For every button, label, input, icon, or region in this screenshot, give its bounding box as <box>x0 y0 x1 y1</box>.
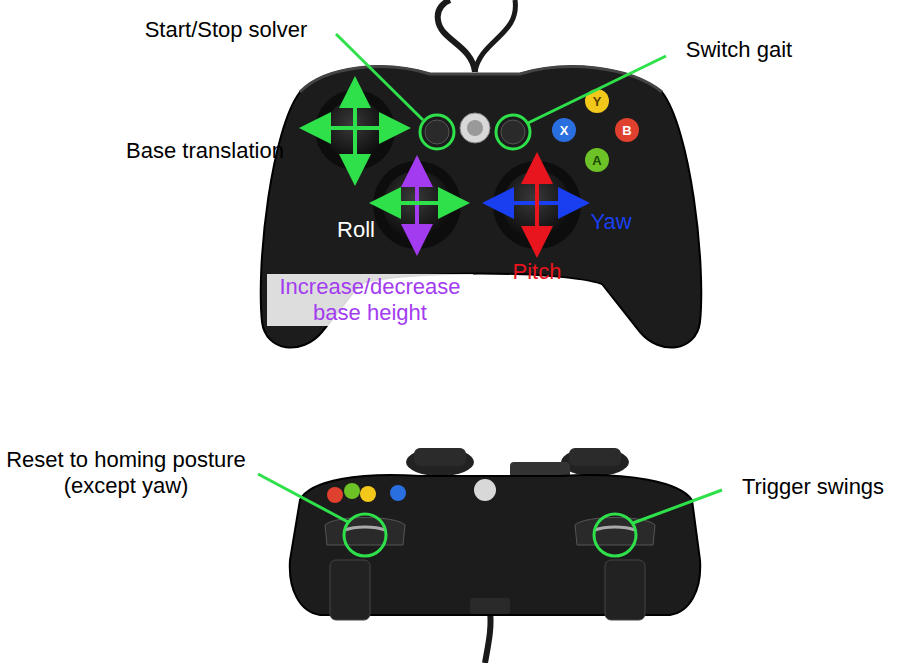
axis-label: Pitch <box>513 259 562 285</box>
axis-label: Roll <box>337 217 375 243</box>
axis-label: Increase/decrease base height <box>267 274 473 326</box>
callout-label: Base translation <box>126 138 284 164</box>
axis-label: Yaw <box>590 209 631 235</box>
callout-label: Reset to homing posture (except yaw) <box>6 447 246 499</box>
button-letter: X <box>560 123 569 138</box>
callout-label: Trigger swings <box>742 474 884 500</box>
button-letter: B <box>622 123 631 138</box>
button-letter: A <box>592 153 601 168</box>
button-letter: Y <box>593 94 602 109</box>
callout-label: Start/Stop solver <box>145 17 308 43</box>
callout-label: Switch gait <box>686 37 792 63</box>
